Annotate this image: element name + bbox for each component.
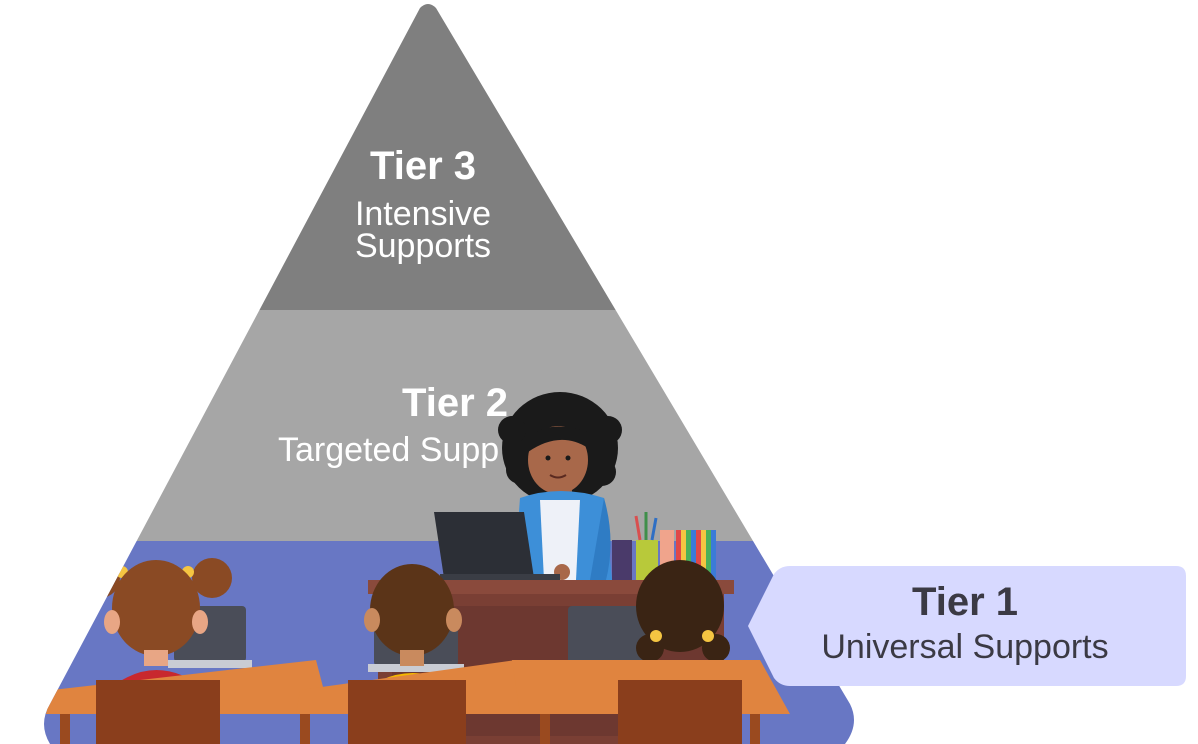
tier1-callout: [748, 566, 1186, 686]
tier2-subtitle: Targeted Supp: [278, 431, 500, 469]
tier3-title: Tier 3: [370, 144, 476, 188]
tier3-band: [44, 4, 854, 310]
tier3-label: Tier 3 Intensive Supports: [300, 144, 546, 265]
teacher-figure: [498, 392, 622, 580]
teacher-laptop: [434, 512, 560, 582]
tier3-subtitle-line1: Intensive: [354, 195, 492, 233]
desk-items: [612, 512, 716, 580]
tier1-subtitle: Universal Supports: [821, 628, 1109, 666]
tier1-title: Tier 1: [912, 580, 1018, 624]
tier1-label: Tier 1 Universal Supports: [800, 582, 1130, 664]
tier3-subtitle-line2: Supports: [354, 227, 492, 265]
tier2-label: Tier 2 Targeted Supp: [270, 383, 640, 467]
classroom-illustration: [46, 392, 790, 744]
tier2-title: Tier 2: [402, 381, 508, 425]
student-desks: [46, 660, 790, 744]
